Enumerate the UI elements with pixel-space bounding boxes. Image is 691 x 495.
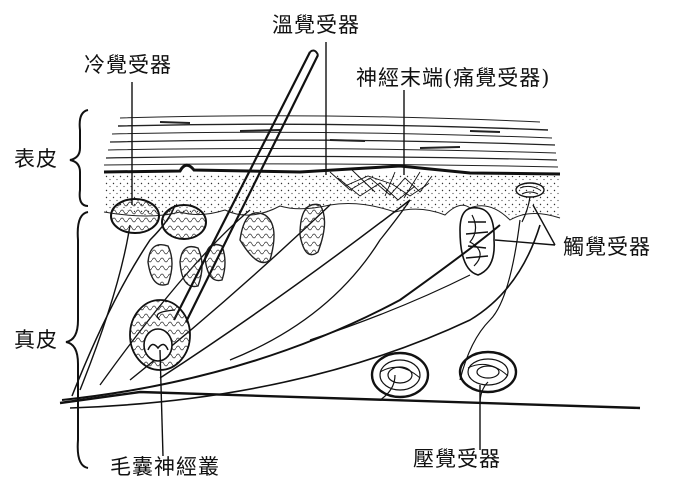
pressure-receptor-label: 壓覺受器	[413, 449, 501, 470]
free-nerve-endings-label: 神經末端(痛覺受器)	[356, 68, 550, 89]
dermis-label: 真皮	[14, 330, 58, 351]
pressure-receptor-corpuscles	[372, 352, 516, 397]
cold-receptor-label: 冷覺受器	[84, 55, 172, 76]
basal-layer-line	[104, 165, 560, 174]
touch-receptor-label: 觸覺受器	[563, 237, 651, 258]
layer-braces	[66, 110, 88, 468]
warm-receptor-label: 溫覺受器	[272, 15, 360, 36]
hair-follicle-plexus-label: 毛囊神經叢	[110, 457, 220, 478]
epidermis-label: 表皮	[14, 149, 58, 170]
epidermis-layer	[104, 116, 558, 167]
